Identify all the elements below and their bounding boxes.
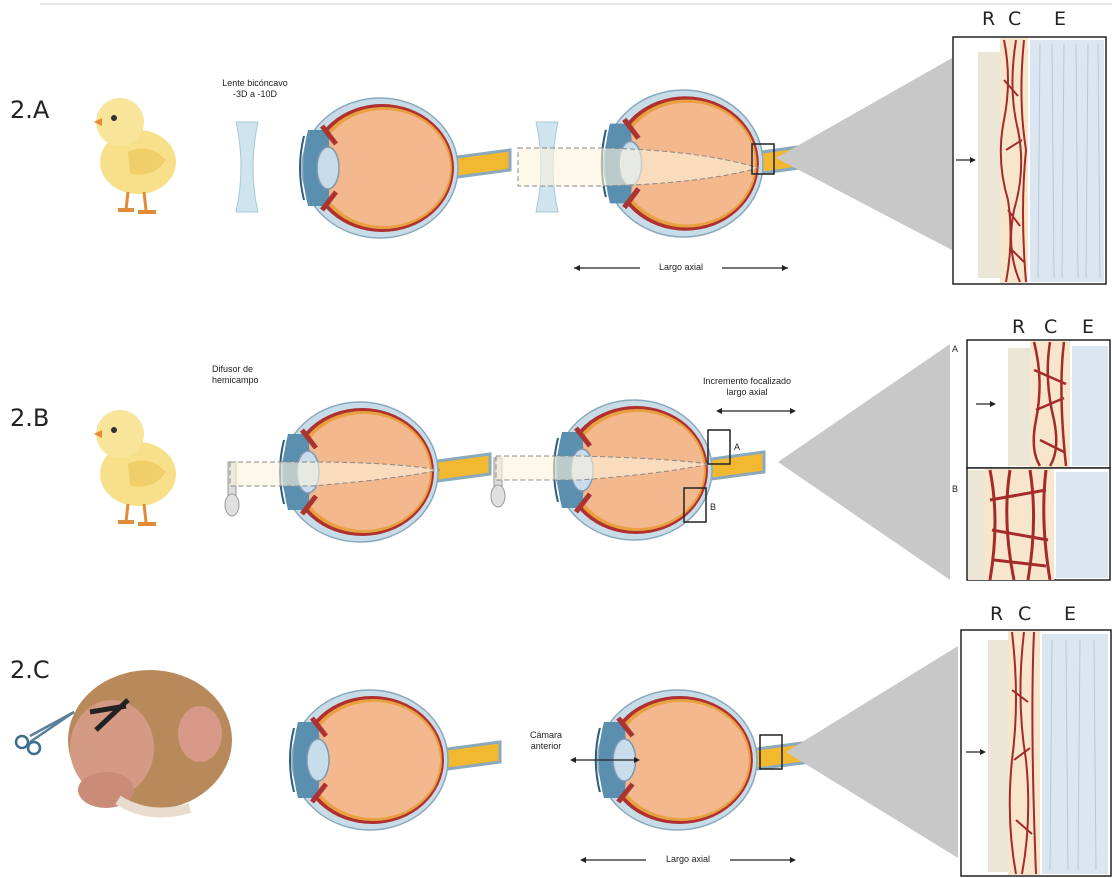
concave-lens-icon [236,122,258,212]
axial-length-label-2c: Largo axial [646,854,730,865]
diffuser-label-line-1: Difusor de [212,364,282,375]
lens-label: Lente bicóncavo -3D a -10D [200,78,310,100]
axial-length-label-2a: Largo axial [640,262,722,273]
histology-panel-2b-a [967,340,1110,468]
focal-label-line-1: Incremento focalizado [692,376,802,387]
monkey-icon [68,670,232,813]
row-2c [16,630,1111,876]
chamber-label-line-2: anterior [516,741,576,752]
zoom-wedge [776,58,952,250]
layer-label-r: R [990,603,1003,625]
chick-icon [94,98,176,212]
focal-increase-label: Incremento focalizado largo axial [692,376,802,398]
lens-label-line-1: Lente bicóncavo [200,78,310,89]
sample-box-a-label: A [734,442,740,452]
lens-label-line-2: -3D a -10D [200,89,310,100]
layer-label-e: E [1064,603,1076,625]
layer-label-c: C [1044,316,1057,338]
zoom-wedge [786,646,958,858]
row-label-2a: 2.A [10,96,49,124]
focal-label-line-2: largo axial [692,387,802,398]
eye-normal-2c [290,690,500,830]
layer-label-e: E [1082,316,1094,338]
row-label-2b: 2.B [10,404,49,432]
chick-icon [94,410,176,524]
row-label-2c: 2.C [10,656,50,684]
anterior-chamber-label: Cámara anterior [516,730,576,752]
panel-a-label: A [952,344,958,354]
sample-box-b-label: B [710,502,716,512]
diffuser-label-line-2: hemicampo [212,375,282,386]
row-2a [94,37,1106,284]
histology-panel-2c [961,630,1111,876]
histology-panel-2a [953,37,1106,284]
chamber-label-line-1: Cámara [516,730,576,741]
layer-label-c: C [1018,603,1031,625]
histology-panel-2b-b [967,468,1110,580]
scissors-icon [16,712,74,754]
diffuser-label: Difusor de hemicampo [212,364,282,386]
layer-label-r: R [982,8,995,30]
zoom-wedge [778,344,950,580]
eye-normal-2a [300,98,510,238]
layer-label-e: E [1054,8,1066,30]
layer-label-r: R [1012,316,1025,338]
panel-b-label: B [952,484,958,494]
layer-label-c: C [1008,8,1021,30]
